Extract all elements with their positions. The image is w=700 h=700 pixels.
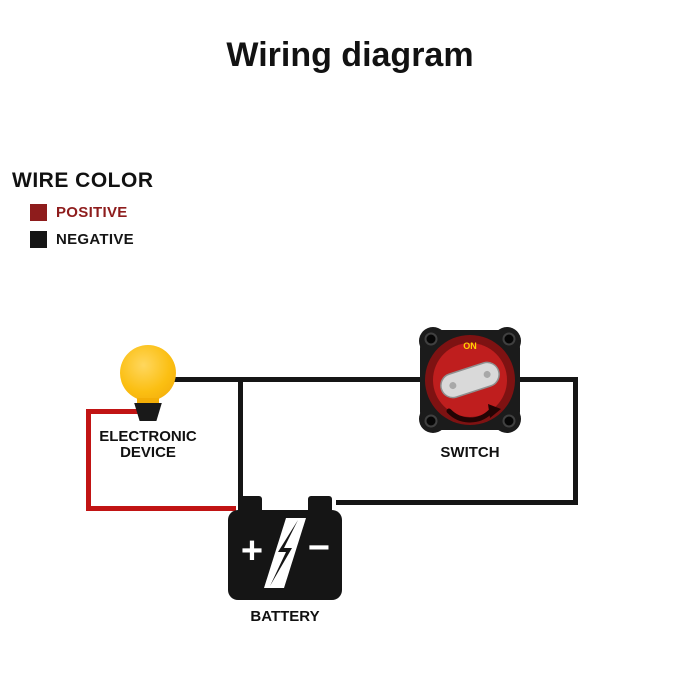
device-label: ELECTRONIC DEVICE <box>83 429 213 460</box>
bulb-globe-icon <box>120 345 176 401</box>
negative-swatch-icon <box>30 231 47 248</box>
switch-label: SWITCH <box>440 444 500 461</box>
legend-item-negative: NEGATIVE <box>30 231 134 248</box>
rotation-arrow-icon <box>446 408 493 423</box>
legend-label-positive: POSITIVE <box>56 204 128 221</box>
legend-item-positive: POSITIVE <box>30 204 128 221</box>
switch-component: ON <box>418 324 522 436</box>
battery-plus-symbol: + <box>241 530 263 572</box>
battery-icon: + − <box>228 496 342 600</box>
wire-positive-horizontal <box>86 506 236 511</box>
battery-terminal-positive <box>238 496 262 514</box>
device-label-line1: ELECTRONIC <box>99 428 197 445</box>
switch-on-text: ON <box>463 341 477 351</box>
wire-negative-bottom <box>336 500 578 505</box>
wire-negative-left-vertical <box>238 377 243 503</box>
device-label-line2: DEVICE <box>120 443 176 461</box>
battery-minus-symbol: − <box>308 527 330 569</box>
legend-heading: WIRE COLOR <box>12 169 154 192</box>
bulb-neck-icon <box>137 398 159 405</box>
page-title: Wiring diagram <box>226 36 474 74</box>
battery-terminal-negative <box>308 496 332 514</box>
lightning-band-icon <box>264 518 306 588</box>
screw-hole-icon <box>424 332 438 346</box>
switch-icon: ON <box>419 327 521 433</box>
battery-component: + − <box>228 496 342 602</box>
switch-handle <box>440 361 500 399</box>
battery-label: BATTERY <box>250 608 320 625</box>
wire-positive-stub <box>86 409 140 414</box>
screw-hole-icon <box>424 414 438 428</box>
positive-swatch-icon <box>30 204 47 221</box>
wire-negative-top <box>160 377 578 382</box>
screw-hole-icon <box>502 414 516 428</box>
wire-positive-vertical <box>86 409 91 511</box>
bulb-base-icon <box>134 403 162 421</box>
rotation-arrowhead-icon <box>488 404 501 418</box>
wire-negative-right-vertical <box>573 377 578 505</box>
screw-hole-icon <box>502 332 516 346</box>
legend-label-negative: NEGATIVE <box>56 231 134 248</box>
